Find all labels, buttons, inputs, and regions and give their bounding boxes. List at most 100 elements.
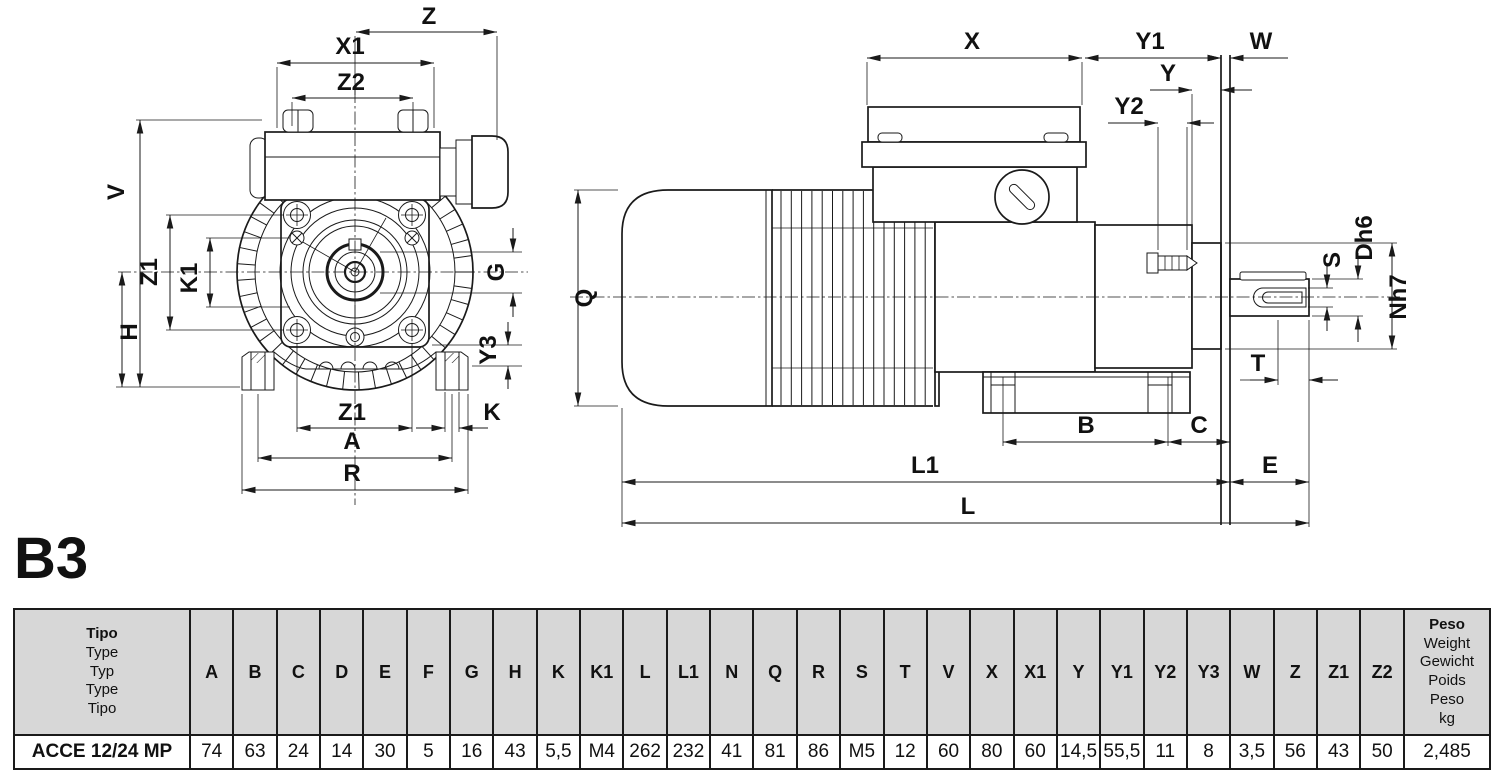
dim-label-l1: L1 xyxy=(911,452,939,479)
value-K: 5,5 xyxy=(535,734,582,770)
table-row: ACCE 12/24 MP 74 63 24 14 30 5 16 43 5,5… xyxy=(13,734,1491,770)
col-header-X1: X1 xyxy=(1012,608,1058,736)
dim-label-y2: Y2 xyxy=(1114,93,1143,120)
value-Y3: 8 xyxy=(1185,734,1232,770)
dim-label-b: B xyxy=(1077,412,1094,439)
value-Y: 14,5 xyxy=(1055,734,1102,770)
dim-label-y: Y xyxy=(1160,60,1176,87)
dim-label-s: S xyxy=(1319,252,1346,268)
dim-label-a: A xyxy=(343,428,360,455)
terminal-box-side xyxy=(861,106,1087,223)
value-A: 74 xyxy=(188,734,235,770)
dim-label-nh7: Nh7 xyxy=(1385,274,1412,319)
col-header-L1: L1 xyxy=(665,608,712,736)
value-C: 24 xyxy=(275,734,322,770)
dim-label-z1-bottom: Z1 xyxy=(338,399,366,426)
motor-end-cap xyxy=(621,189,773,407)
col-header-E: E xyxy=(362,608,408,736)
col-header-Y3: Y3 xyxy=(1185,608,1232,736)
value-X: 80 xyxy=(969,734,1015,770)
output-shaft xyxy=(1229,271,1310,317)
dim-label-z: Z xyxy=(422,3,437,30)
col-header-L: L xyxy=(622,608,668,736)
col-header-Q: Q xyxy=(752,608,798,736)
value-T: 12 xyxy=(882,734,928,770)
col-header-Z: Z xyxy=(1272,608,1318,736)
output-pilot-boss xyxy=(1191,242,1222,350)
dim-label-g: G xyxy=(483,263,510,282)
value-Z2: 50 xyxy=(1359,734,1405,770)
col-header-W: W xyxy=(1229,608,1275,736)
value-G: 16 xyxy=(449,734,495,770)
col-header-Y1: Y1 xyxy=(1099,608,1145,736)
value-F: 5 xyxy=(405,734,452,770)
terminal-box-front xyxy=(249,109,441,201)
value-X1: 60 xyxy=(1012,734,1058,770)
cooling-fins-side xyxy=(780,191,926,405)
value-N: 41 xyxy=(709,734,755,770)
value-H: 43 xyxy=(492,734,538,770)
mounting-feet-front xyxy=(241,351,469,391)
col-header-X: X xyxy=(969,608,1015,736)
dim-label-e: E xyxy=(1262,452,1278,479)
value-K1: M4 xyxy=(579,734,625,770)
value-D: 14 xyxy=(319,734,365,770)
front-view: Z X1 Z2 V H Z1 xyxy=(103,3,528,505)
dim-label-r: R xyxy=(343,460,360,487)
value-Y1: 55,5 xyxy=(1099,734,1145,770)
value-L: 262 xyxy=(622,734,668,770)
side-view: X Y1 W Y Y2 Q xyxy=(570,28,1412,527)
weight-header-title: Peso xyxy=(1429,615,1465,633)
oil-plug xyxy=(994,169,1050,225)
col-header-S: S xyxy=(839,608,885,736)
col-header-C: C xyxy=(275,608,322,736)
mounting-feet-side xyxy=(982,371,1191,414)
weight-header: Peso Weight Gewicht Poids Peso kg xyxy=(1403,608,1491,736)
col-header-Y2: Y2 xyxy=(1142,608,1188,736)
type-header-title: Tipo xyxy=(86,625,118,643)
dim-label-x: X xyxy=(964,28,980,55)
dim-label-h: H xyxy=(116,323,143,340)
model-name: ACCE 12/24 MP xyxy=(13,734,191,770)
col-header-Z2: Z2 xyxy=(1359,608,1405,736)
front-dimensions: Z X1 Z2 V H Z1 xyxy=(103,3,522,494)
value-E: 30 xyxy=(362,734,408,770)
col-header-A: A xyxy=(188,608,235,736)
dim-label-t: T xyxy=(1251,350,1266,377)
dim-label-y3: Y3 xyxy=(475,335,502,364)
col-header-H: H xyxy=(492,608,538,736)
dim-label-k1: K1 xyxy=(176,263,203,294)
output-housing xyxy=(1094,224,1193,369)
dim-label-c: C xyxy=(1190,412,1207,439)
col-header-F: F xyxy=(405,608,452,736)
screw-centermarks xyxy=(286,204,423,341)
dim-label-k: K xyxy=(483,399,501,426)
col-header-K: K xyxy=(535,608,582,736)
table-header-row: Tipo Type Typ Type Tipo A B C D E F G H … xyxy=(13,608,1491,736)
dim-label-q: Q xyxy=(571,289,598,308)
value-Z: 56 xyxy=(1272,734,1318,770)
value-S: M5 xyxy=(839,734,885,770)
value-Y2: 11 xyxy=(1142,734,1188,770)
value-R: 86 xyxy=(795,734,842,770)
value-Z1: 43 xyxy=(1315,734,1362,770)
dim-label-y1: Y1 xyxy=(1135,28,1164,55)
col-header-V: V xyxy=(925,608,972,736)
shaft-key xyxy=(1239,271,1307,281)
col-header-Y: Y xyxy=(1055,608,1102,736)
dim-label-w: W xyxy=(1250,28,1273,55)
dim-label-z2: Z2 xyxy=(337,69,365,96)
dim-label-l: L xyxy=(961,493,976,520)
value-B: 63 xyxy=(232,734,278,770)
col-header-D: D xyxy=(319,608,365,736)
col-header-B: B xyxy=(232,608,278,736)
col-header-N: N xyxy=(709,608,755,736)
value-W: 3,5 xyxy=(1229,734,1275,770)
value-weight: 2,485 xyxy=(1403,734,1491,770)
face-screw xyxy=(1146,252,1198,274)
dim-label-z1-left: Z1 xyxy=(136,258,163,286)
mounting-code-label: B3 xyxy=(14,526,88,591)
value-V: 60 xyxy=(925,734,972,770)
dimensions-table: Tipo Type Typ Type Tipo A B C D E F G H … xyxy=(13,608,1491,770)
